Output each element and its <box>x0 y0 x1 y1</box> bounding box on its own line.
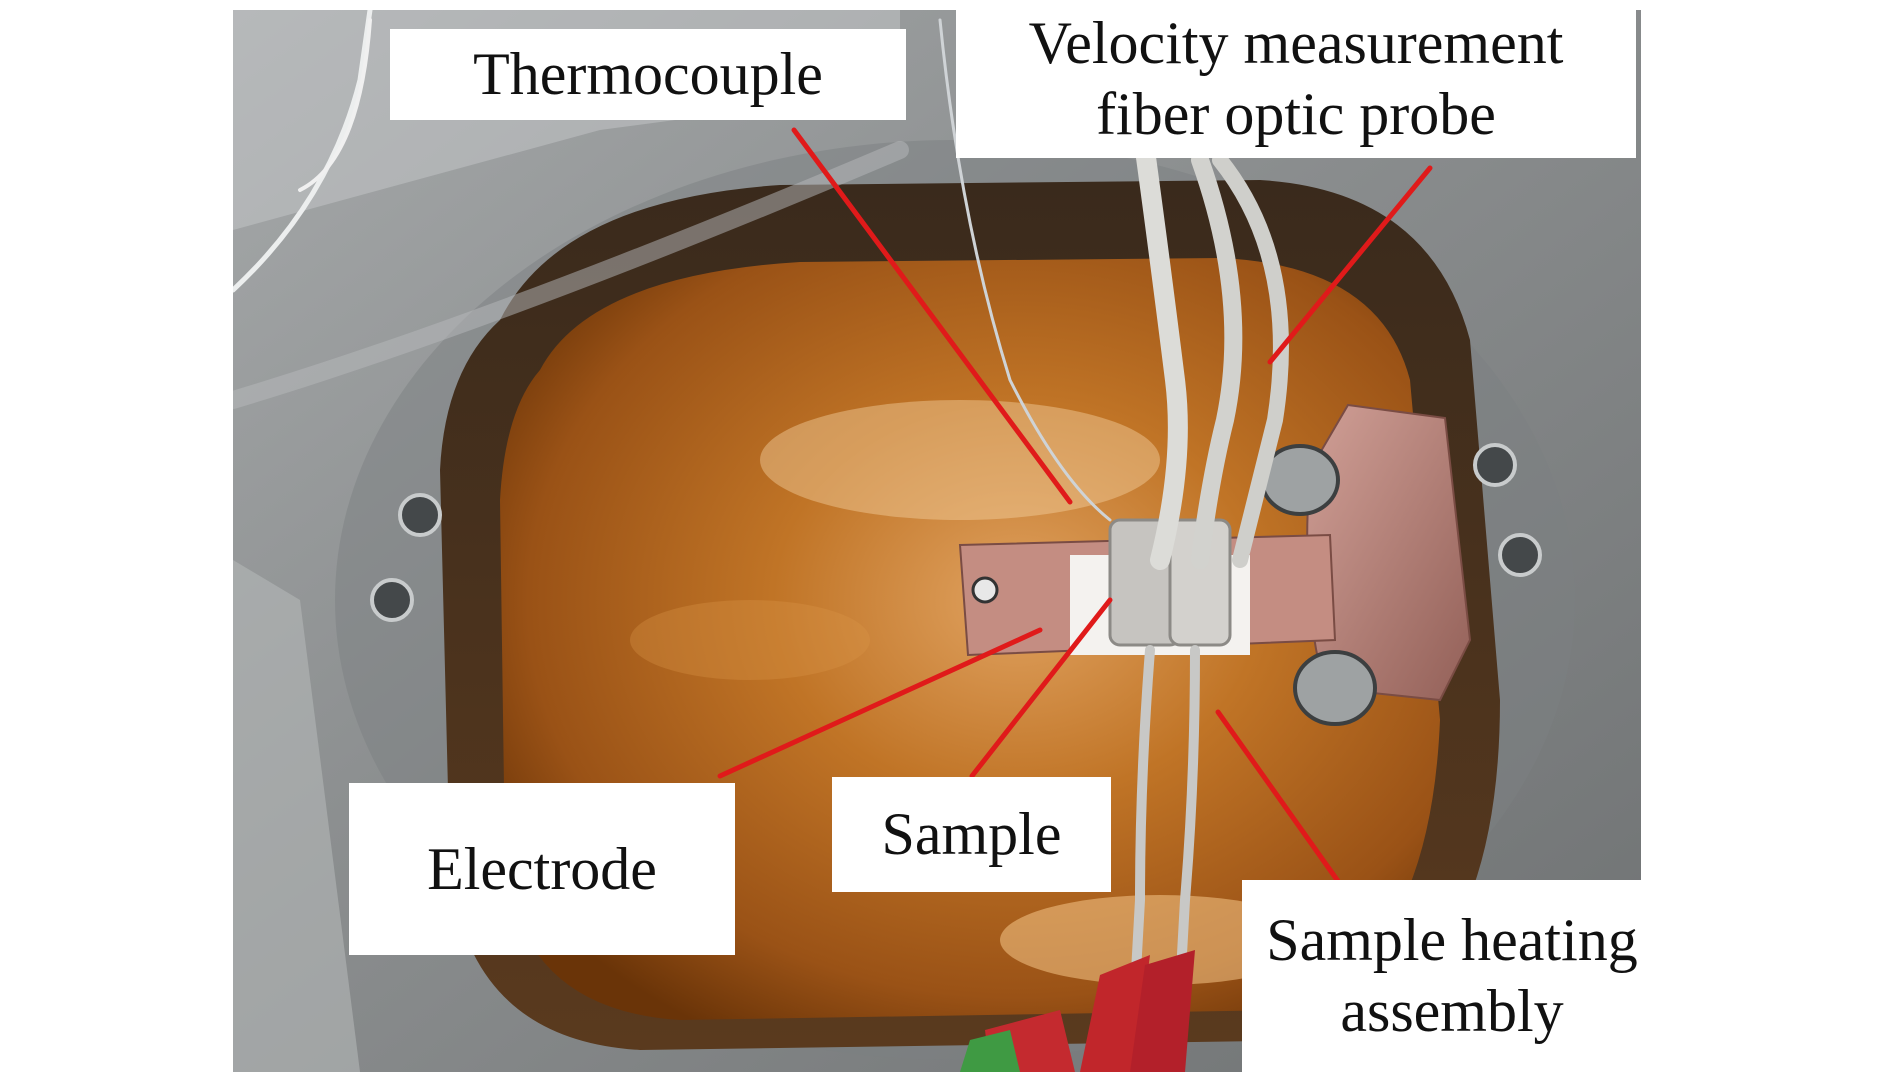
label-heating-line2: assembly <box>1340 978 1564 1044</box>
leader-sample <box>969 597 1113 779</box>
label-velocity-line1: Velocity measurement <box>1028 10 1564 77</box>
leader-thermocouple <box>791 127 1073 505</box>
label-thermocouple-text: Thermocouple <box>473 41 823 108</box>
label-velocity-line2: fiber optic probe <box>1096 81 1496 147</box>
label-heating-assembly: Sample heating assembly <box>1242 880 1662 1072</box>
label-electrode-text: Electrode <box>427 835 657 902</box>
label-electrode: Electrode <box>349 783 735 955</box>
leader-heating <box>1215 709 1343 887</box>
leader-electrode <box>717 627 1043 779</box>
leader-lines <box>717 127 1433 887</box>
red-connectors <box>960 950 1195 1072</box>
leader-fiber-probe <box>1267 165 1433 365</box>
label-sample: Sample <box>832 777 1111 892</box>
label-heating-line1: Sample heating <box>1266 907 1638 974</box>
label-velocity-probe: Velocity measurement fiber optic probe <box>956 0 1636 158</box>
bolt-holes <box>370 443 1542 622</box>
label-thermocouple: Thermocouple <box>390 29 906 120</box>
label-sample-text: Sample <box>881 801 1062 868</box>
